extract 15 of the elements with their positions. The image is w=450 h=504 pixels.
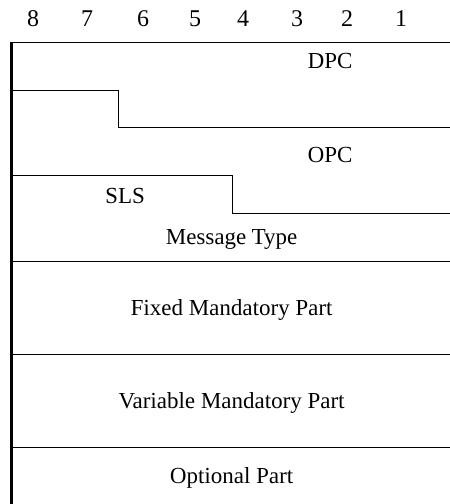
bit-number: 5 — [188, 5, 202, 34]
field-label: SLS — [40, 183, 210, 209]
bit-number: 7 — [80, 5, 94, 34]
bit-number: 8 — [26, 5, 40, 34]
bit-number: 3 — [290, 5, 304, 34]
field-label: Fixed Mandatory Part — [130, 294, 332, 322]
bit-number: 2 — [340, 5, 354, 34]
field-label: Variable Mandatory Part — [118, 387, 345, 415]
field-label: Optional Part — [170, 462, 294, 490]
field-label: DPC — [250, 48, 410, 74]
bit-number: 4 — [236, 5, 250, 34]
field-label: OPC — [250, 142, 410, 168]
bit-number: 6 — [136, 5, 150, 34]
bit-number: 1 — [394, 5, 408, 34]
field-label: Message Type — [166, 223, 298, 251]
